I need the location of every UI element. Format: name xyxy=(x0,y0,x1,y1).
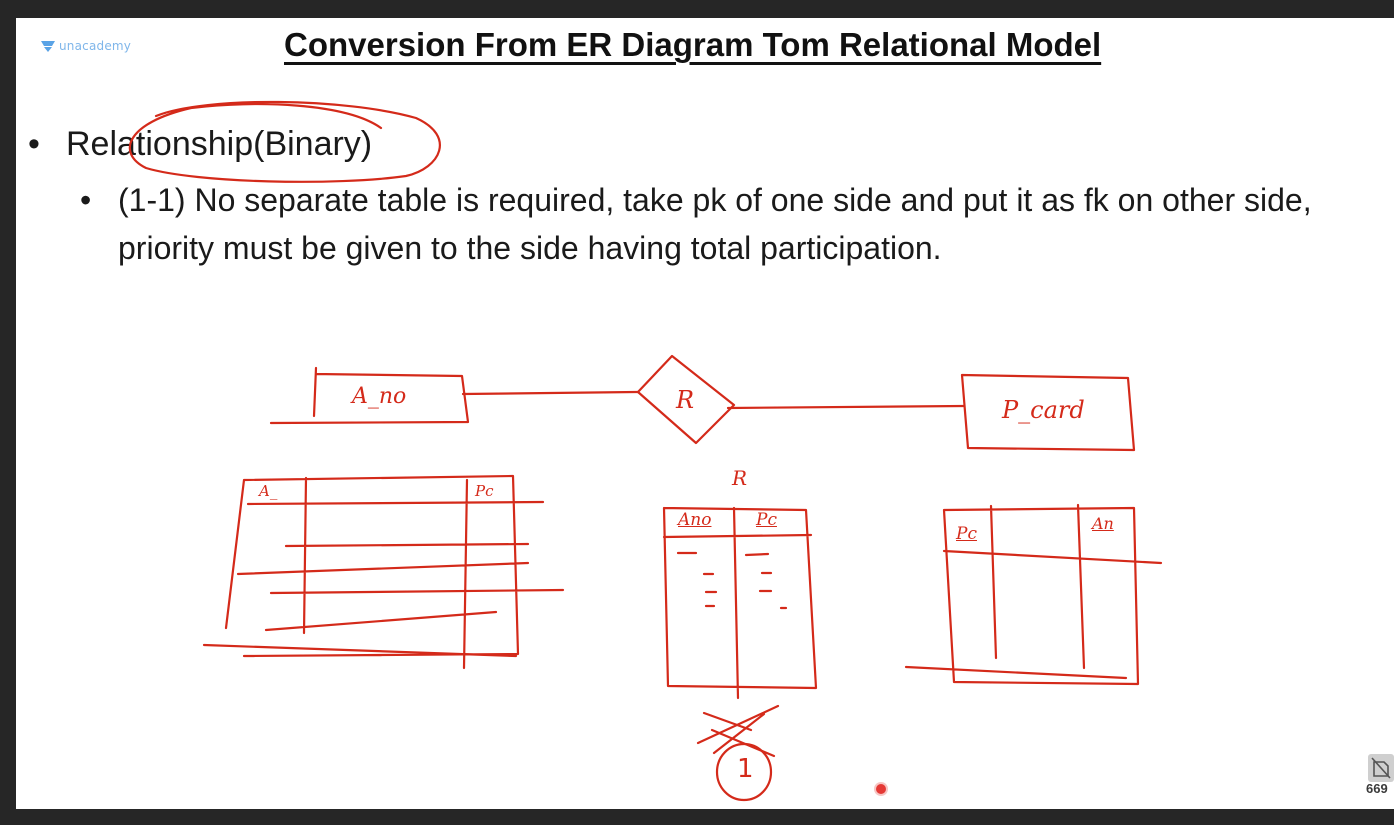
label-entity-left: A_no xyxy=(352,384,407,409)
brand-logo: unacademy xyxy=(40,38,131,54)
slide-title: Conversion From ER Diagram Tom Relationa… xyxy=(284,26,1102,63)
table-r-col1-header: Ano xyxy=(678,510,712,530)
bullet-relationship: • Relationship(Binary) xyxy=(28,125,372,164)
connector-left xyxy=(461,390,640,396)
table-left-col1-header: A_ xyxy=(259,482,278,500)
slide-canvas: unacademy Conversion From ER Diagram Tom… xyxy=(16,18,1394,809)
table-left-col2-header: Pc xyxy=(475,482,494,500)
relationship-diamond xyxy=(636,354,736,445)
entity-right-box xyxy=(960,373,1136,452)
sub-bullet-glyph: • xyxy=(80,182,92,218)
top-bar xyxy=(0,0,1394,18)
unacademy-logo-icon xyxy=(41,41,55,52)
entity-left-box xyxy=(269,366,470,425)
label-relationship: R xyxy=(676,386,695,414)
page-stack-icon[interactable] xyxy=(1368,754,1394,782)
recording-dot-icon xyxy=(876,784,886,794)
label-entity-right: P_card xyxy=(1002,396,1085,424)
connector-right xyxy=(726,404,966,410)
table-right-col2-header: An xyxy=(1092,514,1114,533)
label-table-r: R xyxy=(732,466,748,490)
cross-out-mark xyxy=(696,704,780,758)
circled-number: 1 xyxy=(737,754,754,784)
table-left-grid xyxy=(202,474,565,670)
handwritten-annotations xyxy=(128,100,1163,802)
table-right-grid xyxy=(904,503,1163,686)
circled-one-ring xyxy=(715,742,773,802)
table-r-grid xyxy=(662,506,818,700)
brand-name: unacademy xyxy=(59,39,132,53)
bullet-relationship-text: Relationship(Binary) xyxy=(66,125,373,163)
page-indicator[interactable]: 669 xyxy=(1366,754,1394,800)
table-right-col1-header: Pc xyxy=(956,524,977,544)
bullet-one-to-one-text: (1-1) No separate table is required, tak… xyxy=(118,182,1312,266)
table-r-col2-header: Pc xyxy=(756,510,777,530)
highlight-ellipse xyxy=(128,100,441,183)
bottom-bar xyxy=(0,809,1394,825)
page-number: 669 xyxy=(1366,781,1388,796)
bullet-glyph: • xyxy=(28,125,40,163)
bullet-one-to-one: • (1-1) No separate table is required, t… xyxy=(80,176,1370,272)
